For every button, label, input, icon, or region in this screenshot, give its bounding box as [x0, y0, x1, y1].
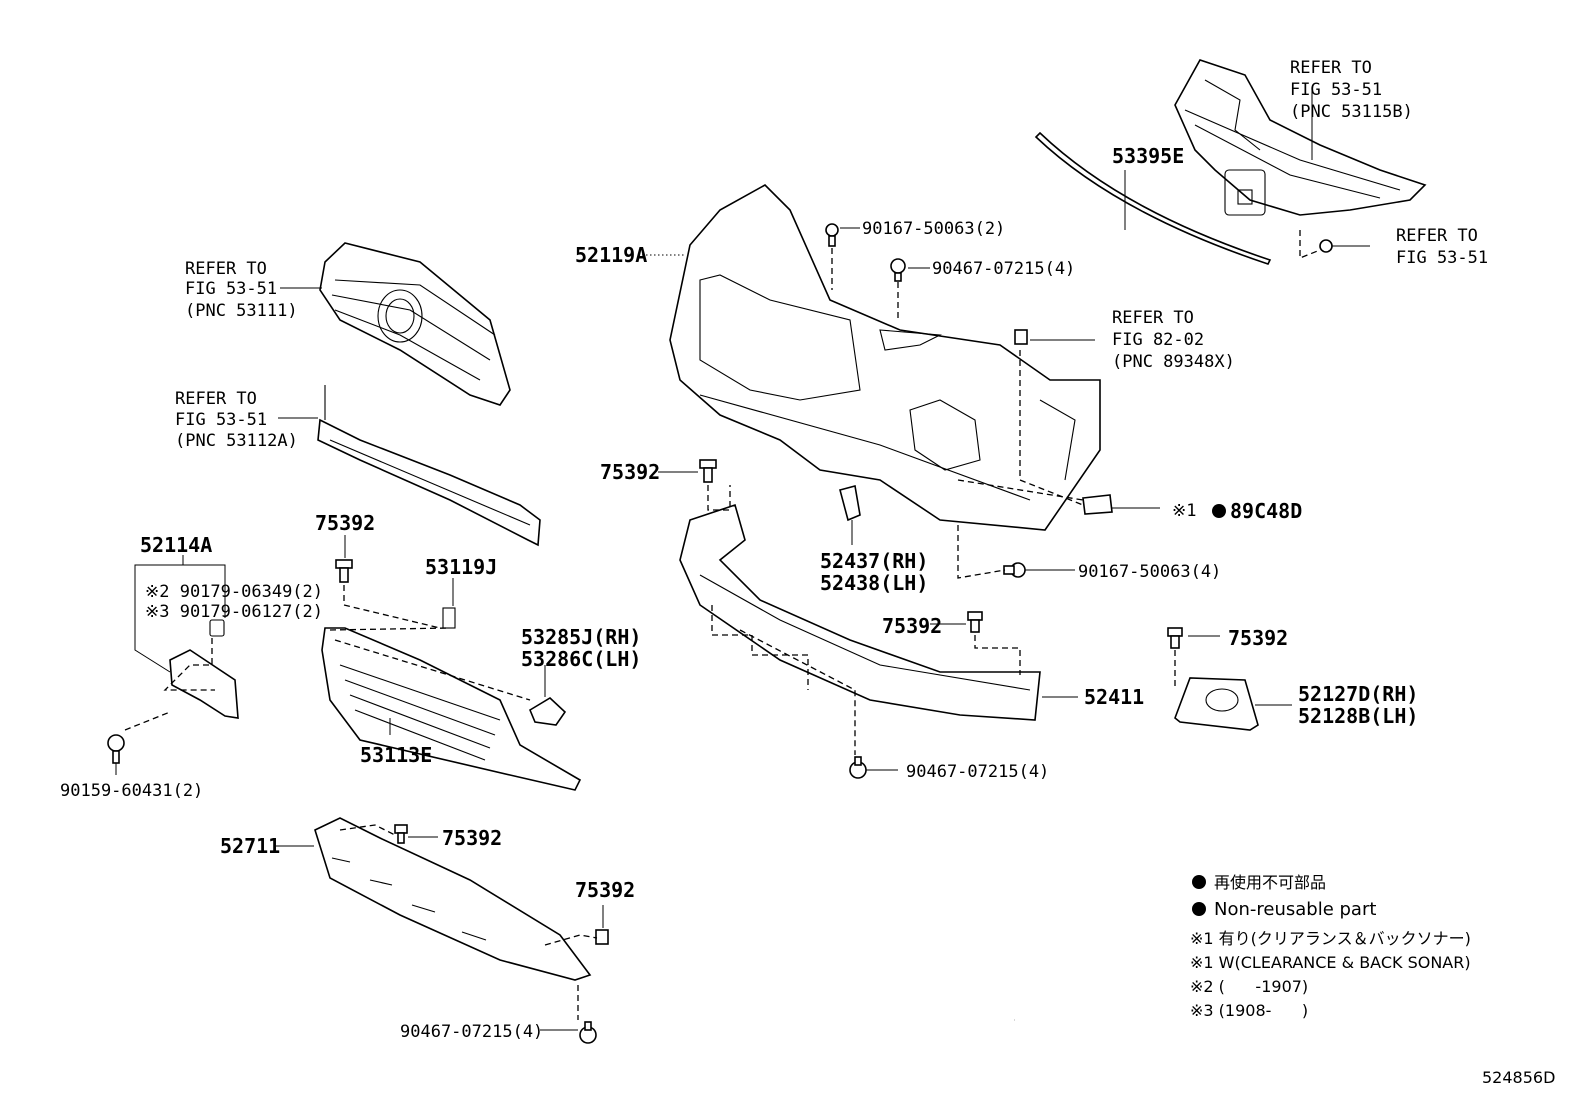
label-75392-d: 75392: [1228, 626, 1288, 650]
label-53113e: 53113E: [360, 743, 432, 767]
fog-cover-52127d-illustration: [1174, 677, 1259, 731]
label-53286c: 53286C(LH): [521, 647, 641, 671]
bolt-90159: [107, 734, 125, 764]
clip-75392-skid2: [595, 929, 609, 945]
label-75392-a: 75392: [600, 460, 660, 484]
legend-note1-en: ※1 W(CLEARANCE & BACK SONAR): [1190, 953, 1471, 972]
radiator-grille-illustration: [319, 242, 511, 406]
lower-grille-53113e-illustration: [321, 607, 582, 791]
label-90159-60431: 90159-60431(2): [60, 781, 203, 801]
ref-5351-right-line2: FIG 53-51: [1396, 248, 1488, 268]
assembly-dashes: [124, 230, 1321, 1020]
legend-dot-en: [1192, 902, 1206, 916]
ref-53115b-line3: (PNC 53115B): [1290, 102, 1413, 122]
legend-dot-jp: [1192, 875, 1206, 889]
label-90167-50063-2: 90167-50063(2): [862, 219, 1005, 239]
label-52127d: 52127D(RH): [1298, 682, 1418, 706]
label-75392-f: 75392: [575, 878, 635, 902]
non-reusable-dot-89c48d: [1212, 504, 1226, 518]
label-75392-b: 75392: [315, 511, 375, 535]
ref-89348x-line1: REFER TO: [1112, 308, 1194, 328]
bolt-90167-top: [825, 223, 839, 247]
clip-75392-right: [1167, 627, 1183, 649]
label-75392-e: 75392: [442, 826, 502, 850]
label-90467-07215-bottom: 90467-07215(4): [400, 1022, 543, 1042]
label-89c48d-mark: ※1: [1172, 501, 1196, 521]
ref-53115b-line2: FIG 53-51: [1290, 80, 1382, 100]
label-89c48d: 89C48D: [1230, 499, 1302, 523]
bolt-90467-top: [890, 258, 906, 282]
label-52114a: 52114A: [140, 533, 212, 557]
clip-75392-left: [335, 559, 353, 583]
legend-note3: ※3 (1908- ): [1190, 1001, 1308, 1020]
legend: 再使用不可部品 Non-reusable part ※1 有り(クリアランス＆バ…: [1190, 873, 1471, 1020]
lower-grille-illustration: [317, 385, 541, 547]
label-90179-06127: ※3 90179-06127(2): [145, 602, 323, 622]
ref-53111-line2: FIG 53-51: [185, 279, 277, 299]
label-90167-50063-4: 90167-50063(4): [1078, 562, 1221, 582]
clip-75392-top: [699, 459, 717, 483]
cover-53285j-illustration: [528, 697, 567, 726]
bolt-90167-right: [1319, 239, 1333, 253]
bumper-cover-illustration: [669, 184, 1101, 531]
clip-75392-skid1: [394, 824, 408, 844]
bolt-90467-bottom: [579, 1021, 597, 1044]
leader-lines: [115, 90, 1370, 1031]
ref-5351-right-line1: REFER TO: [1396, 226, 1478, 246]
diagram-id: 524856D: [1482, 1068, 1555, 1087]
label-52438: 52438(LH): [820, 571, 928, 595]
label-53119j: 53119J: [425, 555, 497, 579]
ref-53115b-line1: REFER TO: [1290, 58, 1372, 78]
legend-note1-jp: ※1 有り(クリアランス＆バックソナー): [1190, 929, 1471, 948]
label-90467-07215-top: 90467-07215(4): [932, 259, 1075, 279]
bracket-52437-illustration: [839, 485, 861, 522]
legend-en-nonreusable: Non-reusable part: [1214, 899, 1376, 920]
ref-53111-line1: REFER TO: [185, 259, 267, 279]
ref-53111-line3: (PNC 53111): [185, 301, 298, 321]
ref-89348x-line2: FIG 82-02: [1112, 330, 1204, 350]
ref-53112a-line2: FIG 53-51: [175, 410, 267, 430]
label-53285j: 53285J(RH): [521, 625, 641, 649]
clip-75392-mid: [967, 611, 983, 633]
clip-1015-illustration: [1014, 329, 1028, 345]
bumper-reinforcement-illustration: [1174, 59, 1427, 216]
bolt-90467-mid: [849, 756, 867, 779]
label-52128b: 52128B(LH): [1298, 704, 1418, 728]
label-52711: 52711: [220, 834, 280, 858]
label-52119a: 52119A: [575, 243, 647, 267]
bumper-lower-52411-illustration: [679, 503, 1041, 721]
strip-53395e-illustration: [1034, 131, 1272, 265]
ref-53112a-line3: (PNC 53112A): [175, 431, 298, 451]
label-52437: 52437(RH): [820, 549, 928, 573]
label-90467-07215-mid: 90467-07215(4): [906, 762, 1049, 782]
legend-jp-nonreusable: 再使用不可部品: [1214, 873, 1326, 892]
bracket-89c48d-illustration: [1082, 494, 1113, 515]
bolt-90167-4: [1003, 562, 1026, 578]
skid-plate-52711-illustration: [314, 817, 592, 981]
ref-53112a-line1: REFER TO: [175, 389, 257, 409]
bracket-52114a-illustration: [169, 619, 239, 719]
label-52411: 52411: [1084, 685, 1144, 709]
label-75392-c: 75392: [882, 614, 942, 638]
label-90179-06349: ※2 90179-06349(2): [145, 582, 323, 602]
legend-note2: ※2 ( -1907): [1190, 977, 1308, 996]
label-53395e: 53395E: [1112, 144, 1184, 168]
ref-89348x-line3: (PNC 89348X): [1112, 352, 1235, 372]
